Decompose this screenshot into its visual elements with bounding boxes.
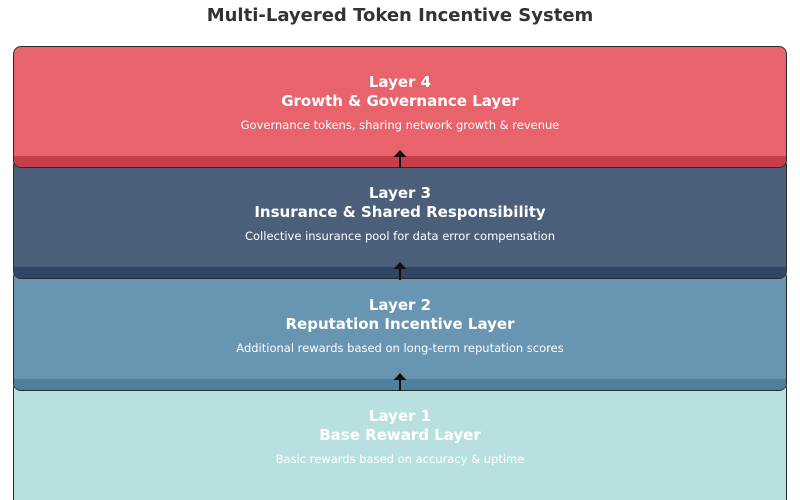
layer-number-label: Layer 3 xyxy=(368,184,432,202)
up-arrow-icon xyxy=(393,150,407,168)
layer-description: Basic rewards based on accuracy & uptime xyxy=(275,452,525,466)
layer-number-label: Layer 2 xyxy=(368,296,432,314)
layer-number-label: Layer 1 xyxy=(368,407,432,425)
up-arrow-icon xyxy=(393,262,407,280)
layer-1-box: Layer 1 Base Reward Layer Basic rewards … xyxy=(13,380,787,500)
up-arrow-icon xyxy=(393,373,407,391)
layer-name: Base Reward Layer xyxy=(319,426,481,444)
layer-name: Insurance & Shared Responsibility xyxy=(254,203,546,221)
layer-description: Collective insurance pool for data error… xyxy=(244,229,555,243)
layer-name: Reputation Incentive Layer xyxy=(285,315,515,333)
layer-description: Additional rewards based on long-term re… xyxy=(236,341,564,355)
layer-name: Growth & Governance Layer xyxy=(281,92,519,110)
layer-3-box: Layer 3 Insurance & Shared Responsibilit… xyxy=(13,157,787,279)
layer-number-label: Layer 4 xyxy=(368,73,432,91)
diagram-title: Multi-Layered Token Incentive System xyxy=(206,5,594,26)
layer-description: Governance tokens, sharing network growt… xyxy=(240,118,560,132)
